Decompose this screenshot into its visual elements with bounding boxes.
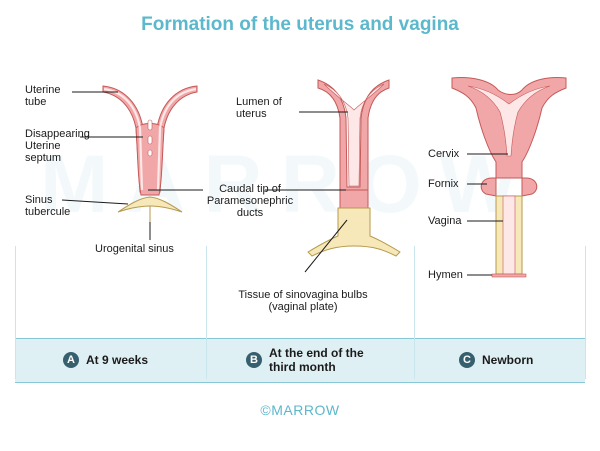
stage-b-badge: B <box>246 351 262 368</box>
stage-b-text: At the end of the third month <box>269 345 364 374</box>
label-hymen: Hymen <box>428 269 463 281</box>
stage-a-badge: A <box>63 351 79 368</box>
leader-sinovaginal <box>304 219 348 273</box>
stage-a-text: At 9 weeks <box>86 352 149 367</box>
stage-a: A At 9 weeks <box>63 338 148 381</box>
label-fornix: Fornix <box>428 178 459 190</box>
label-caudal-tip: Caudal tip of Paramesonephric ducts <box>206 183 294 219</box>
label-urogenital-sinus: Urogenital sinus <box>95 243 174 255</box>
stage-c-badge: C <box>459 351 475 368</box>
label-sinovaginal-bulbs: Tissue of sinovagina bulbs (vaginal plat… <box>238 289 368 313</box>
divider-right <box>585 246 586 379</box>
leader-sinus-tubercule <box>61 199 129 205</box>
stage-band <box>15 338 585 383</box>
watermark: MARROW <box>40 139 536 230</box>
label-sinus-tubercule: Sinus tubercule <box>25 194 71 218</box>
panel-b-drawing <box>307 79 401 257</box>
panel-c-drawing <box>451 77 567 278</box>
stage-c-text: Newborn <box>482 352 534 367</box>
label-lumen-of-uterus: Lumen of uterus <box>236 96 282 120</box>
page-title: Formation of the uterus and vagina <box>141 14 459 35</box>
label-cervix: Cervix <box>428 148 460 160</box>
stage-b: B At the end of the third month <box>246 338 364 381</box>
divider-a-b <box>206 246 207 379</box>
stage-c: C Newborn <box>459 338 533 381</box>
divider-left <box>15 246 16 379</box>
label-uterine-tube: Uterine tube <box>25 84 61 108</box>
label-vagina: Vagina <box>428 215 462 227</box>
copyright: ©MARROW <box>260 402 340 418</box>
divider-b-c <box>414 246 415 379</box>
label-disappearing-septum: Disappearing Uterine septum <box>25 128 90 164</box>
panel-a-drawing <box>102 85 198 222</box>
